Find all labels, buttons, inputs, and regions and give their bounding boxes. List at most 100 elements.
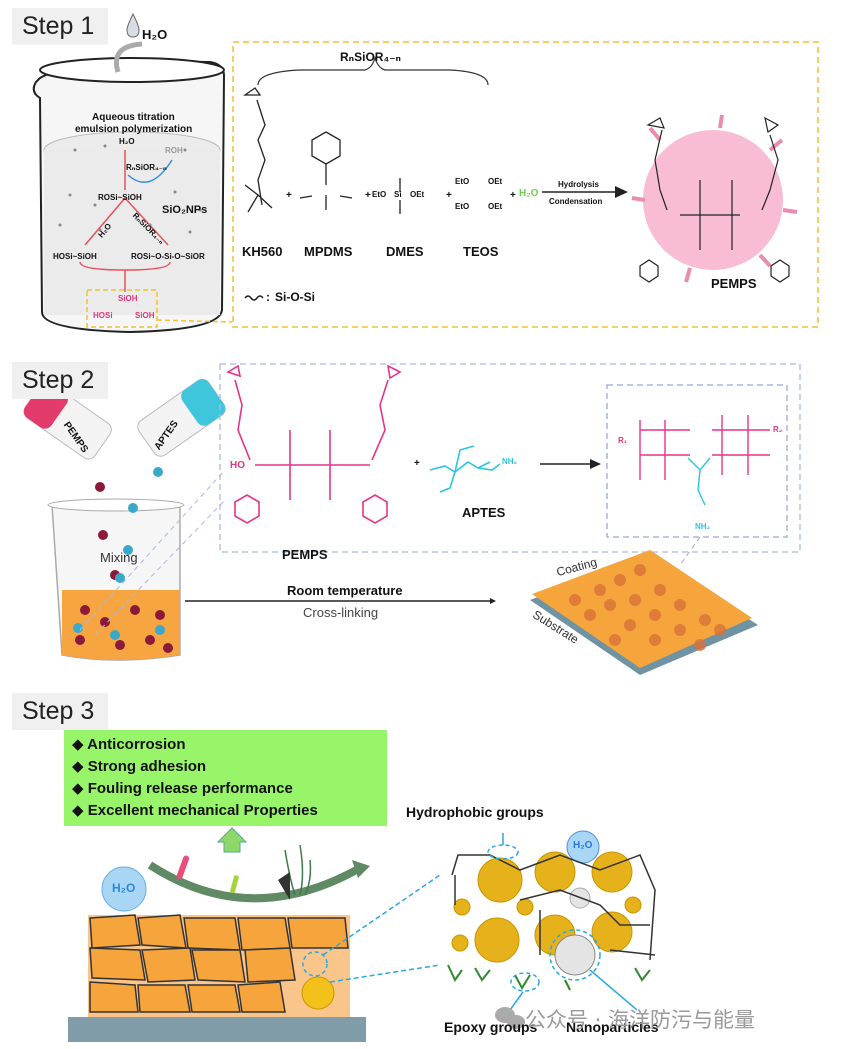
water-droplet-left [101, 866, 147, 912]
pemps-structure-pink [226, 364, 402, 524]
network-r2: R₂ [773, 425, 783, 434]
diamond-bullet-icon: ◆ [72, 802, 84, 819]
intermediate-label: ROSi~SiOH [98, 193, 142, 202]
precursor-label: RₙSiOR₄₋ₙ [126, 163, 167, 172]
silica-nanoparticle [554, 934, 596, 976]
cross-linking-label: Cross-linking [303, 605, 379, 620]
diamond-bullet-icon: ◆ [72, 758, 84, 775]
aptes-amine-label: NH₂ [502, 457, 518, 466]
step1-reaction-frame [232, 41, 819, 328]
plus-3: + [446, 190, 452, 201]
brace [257, 55, 489, 86]
zoom-circle [302, 951, 328, 977]
teos-br: OEt [488, 202, 503, 211]
gold-nanoparticle-zoom [301, 976, 335, 1010]
squiggle-icon [244, 295, 264, 301]
wechat-icon [495, 1007, 525, 1029]
teos-tr: OEt [488, 177, 503, 186]
product-right-label: ROSi~O-Si-O~SiOR [131, 252, 205, 261]
reagent-kh560: KH560 [242, 244, 283, 259]
final-top-label: SiOH [118, 294, 138, 303]
coating-tiles [89, 914, 349, 1013]
water-drop-label: H₂O [142, 27, 168, 42]
water-left-label: H₂O [112, 881, 136, 895]
diamond-bullet-icon: ◆ [72, 736, 84, 753]
network-structure [639, 415, 770, 480]
bacteria-pink [176, 855, 190, 880]
legend-si-o-si: Si-O-Si [275, 290, 316, 304]
vial-aptes [137, 378, 226, 457]
release-arrow [147, 861, 362, 903]
step1-title: Step 1 [12, 8, 109, 45]
benefit-item: ◆ Anticorrosion [72, 734, 387, 756]
benefits-box: ◆ Anticorrosion ◆ Strong adhesion ◆ Foul… [64, 730, 387, 826]
step2-reaction-frame [219, 363, 801, 553]
reaction-arrow-step2 [590, 459, 601, 469]
water-reagent: H₂O [519, 188, 539, 199]
dmes-center: Si [394, 190, 402, 199]
curved-arrow-icon [114, 41, 143, 73]
beaker-title-line2: emulsion polymerization [75, 124, 193, 135]
mixing-label: Mixing [100, 550, 138, 565]
benefit-fouling-release: Fouling release performance [87, 780, 293, 797]
hydrophobic-groups-label: Hydrophobic groups [406, 804, 544, 820]
plus-1: + [286, 190, 292, 201]
reagent-teos: TEOS [463, 244, 499, 259]
benefit-item: ◆ Excellent mechanical Properties [72, 800, 387, 822]
network-frame [606, 384, 788, 538]
benefit-anticorrosion: Anticorrosion [87, 736, 186, 753]
diamond-bullet-icon: ◆ [72, 780, 84, 797]
teos-tl: EtO [455, 177, 470, 186]
epoxy-groups-label: Epoxy groups [444, 1019, 538, 1035]
step2-title: Step 2 [12, 362, 109, 399]
reagent-mpdms: MPDMS [304, 244, 353, 259]
hydrolysis-label: Hydrolysis [558, 180, 599, 189]
pemps-label-step2: PEMPS [282, 547, 328, 562]
final-product-box [86, 289, 158, 328]
coated-substrate [530, 550, 758, 675]
up-arrow-icon [216, 827, 248, 853]
beaker-step1 [32, 57, 226, 334]
product-left-label: HOSi~SiOH [53, 252, 97, 261]
roh-label: ROH [165, 146, 183, 155]
legend-separator: : [266, 290, 270, 304]
network-r1: R₁ [618, 436, 628, 445]
beaker-step2 [47, 498, 185, 661]
reagent-dmes: DMES [386, 244, 424, 259]
room-temperature-label: Room temperature [287, 583, 403, 598]
watermark: 公众号 · 海洋防污与能量 [525, 1008, 756, 1032]
final-right-label: SiOH [135, 311, 155, 320]
pemps-particles [75, 482, 173, 653]
water-drop-icon [126, 12, 140, 38]
aptes-structure-cyan [429, 445, 501, 493]
aptes-label: APTES [462, 505, 506, 520]
benefit-item: ◆ Strong adhesion [72, 756, 387, 778]
nanoparticle-dots [58, 144, 202, 234]
benefit-mechanical: Excellent mechanical Properties [87, 802, 318, 819]
brace-formula: RₙSiOR₄₋ₙ [340, 50, 401, 64]
final-left-label: HOSi [93, 311, 113, 320]
bacteria-green [230, 875, 239, 894]
plus-2: + [365, 190, 371, 201]
beaker-title-line1: Aqueous titration [92, 112, 175, 123]
roh-arrow [127, 159, 173, 184]
nanoparticles-label-step3: Nanoparticles [566, 1019, 659, 1035]
plus-4: + [510, 190, 516, 201]
benefit-adhesion: Strong adhesion [87, 758, 207, 775]
water-in-label: H₂O [119, 137, 135, 146]
benefit-item: ◆ Fouling release performance [72, 778, 387, 800]
dmes-left: EtO [372, 190, 387, 199]
mussel-icon [278, 872, 290, 900]
product-pemps-step1: PEMPS [711, 276, 757, 291]
reaction-arrows [79, 150, 171, 292]
teos-bl: EtO [455, 202, 470, 211]
nanocomposite-zoom [447, 830, 656, 1011]
water-right-label: H₂O [573, 840, 593, 851]
pemps-particle [631, 114, 798, 283]
aptes-molecules [73, 467, 165, 640]
mpdms-structure [299, 131, 353, 210]
pemps-oh-label: HO [230, 460, 245, 471]
dmes-right: OEt [410, 190, 425, 199]
kh560-structure [242, 87, 273, 213]
